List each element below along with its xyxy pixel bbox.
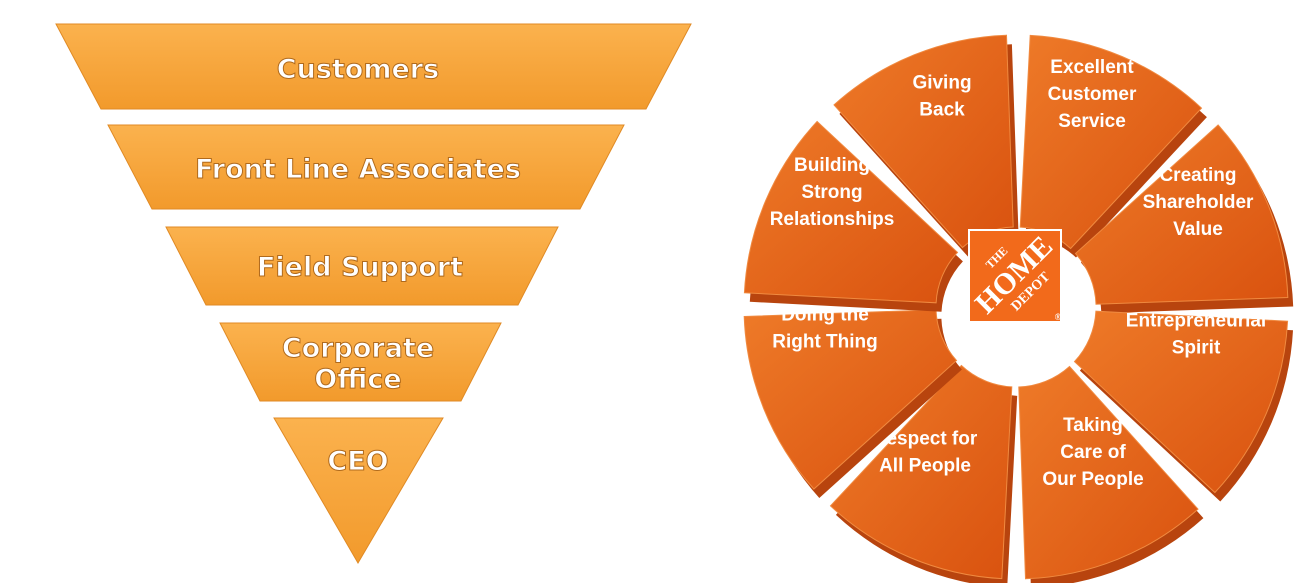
wheel-segment-label-line: Creating: [1159, 165, 1236, 186]
pyramid-level-customers: Customers: [55, 23, 692, 110]
wheel-segment-label-line: Shareholder: [1143, 192, 1254, 213]
wheel-segment-face: [1074, 124, 1289, 305]
pyramid-level-corporate-office: Corporate Office: [219, 322, 502, 402]
wheel-segment-face: [1018, 365, 1199, 580]
logo-registered-mark: ®: [1055, 312, 1062, 322]
values-wheel: GivingBackExcellentCustomerServiceCreati…: [743, 34, 1294, 583]
wheel-segment-label-line: Strong: [801, 182, 862, 203]
wheel-segment-label-line: Doing the: [781, 305, 869, 326]
wheel-segment-label-line: Excellent: [1050, 57, 1134, 78]
wheel-segment-label-line: Our People: [1042, 469, 1143, 490]
wheel-segment-label-line: Right Thing: [772, 332, 878, 353]
wheel-segment-label-line: Respect for: [873, 429, 978, 450]
wheel-segment-label-line: Taking: [1063, 415, 1123, 436]
wheel-segment-label-line: Building: [794, 155, 870, 176]
pyramid-level-label: Field Support: [257, 252, 463, 283]
wheel-segment-label-line: Spirit: [1172, 338, 1221, 359]
pyramid-level-label: Front Line Associates: [195, 154, 521, 185]
pyramid-level-label: Customers: [277, 54, 439, 85]
pyramid-level-shape: [219, 322, 502, 402]
home-depot-logo: THE HOME DEPOT ®: [968, 229, 1062, 323]
pyramid-level-shape: [273, 417, 444, 564]
wheel-segment-label-line: Customer: [1048, 84, 1137, 105]
wheel-segment-label-line: Back: [919, 100, 965, 121]
pyramid-level-front-line-associates: Front Line Associates: [107, 124, 625, 210]
wheel-segment-face: [1073, 310, 1289, 494]
inverted-pyramid: Customers Front Line Associates Field Su…: [55, 23, 692, 564]
pyramid-level-label-line-1: Corporate: [282, 333, 434, 364]
wheel-segment-label-line: Value: [1173, 219, 1223, 240]
wheel-segment-label-line: Care of: [1060, 442, 1126, 463]
pyramid-level-label-line-2: Office: [314, 364, 401, 395]
pyramid-level-label: CEO: [327, 446, 388, 477]
wheel-segment-label-line: Giving: [912, 73, 971, 94]
pyramid-level-shape: [55, 23, 692, 110]
wheel-segment-face: [743, 120, 959, 304]
pyramid-level-shape: [107, 124, 625, 210]
pyramid-level-ceo: CEO: [273, 417, 444, 564]
pyramid-level-shape: [165, 226, 559, 306]
logo-square: [968, 229, 1062, 323]
wheel-segment-face: [829, 364, 1013, 580]
wheel-segment-label-line: Entrepreneurial: [1126, 311, 1266, 332]
wheel-segment-label-line: Relationships: [770, 209, 895, 230]
wheel-segment-label-line: Service: [1058, 111, 1126, 132]
wheel-segment-label-line: All People: [879, 456, 971, 477]
pyramid-level-field-support: Field Support: [165, 226, 559, 306]
wheel-segment-face: [743, 309, 958, 490]
